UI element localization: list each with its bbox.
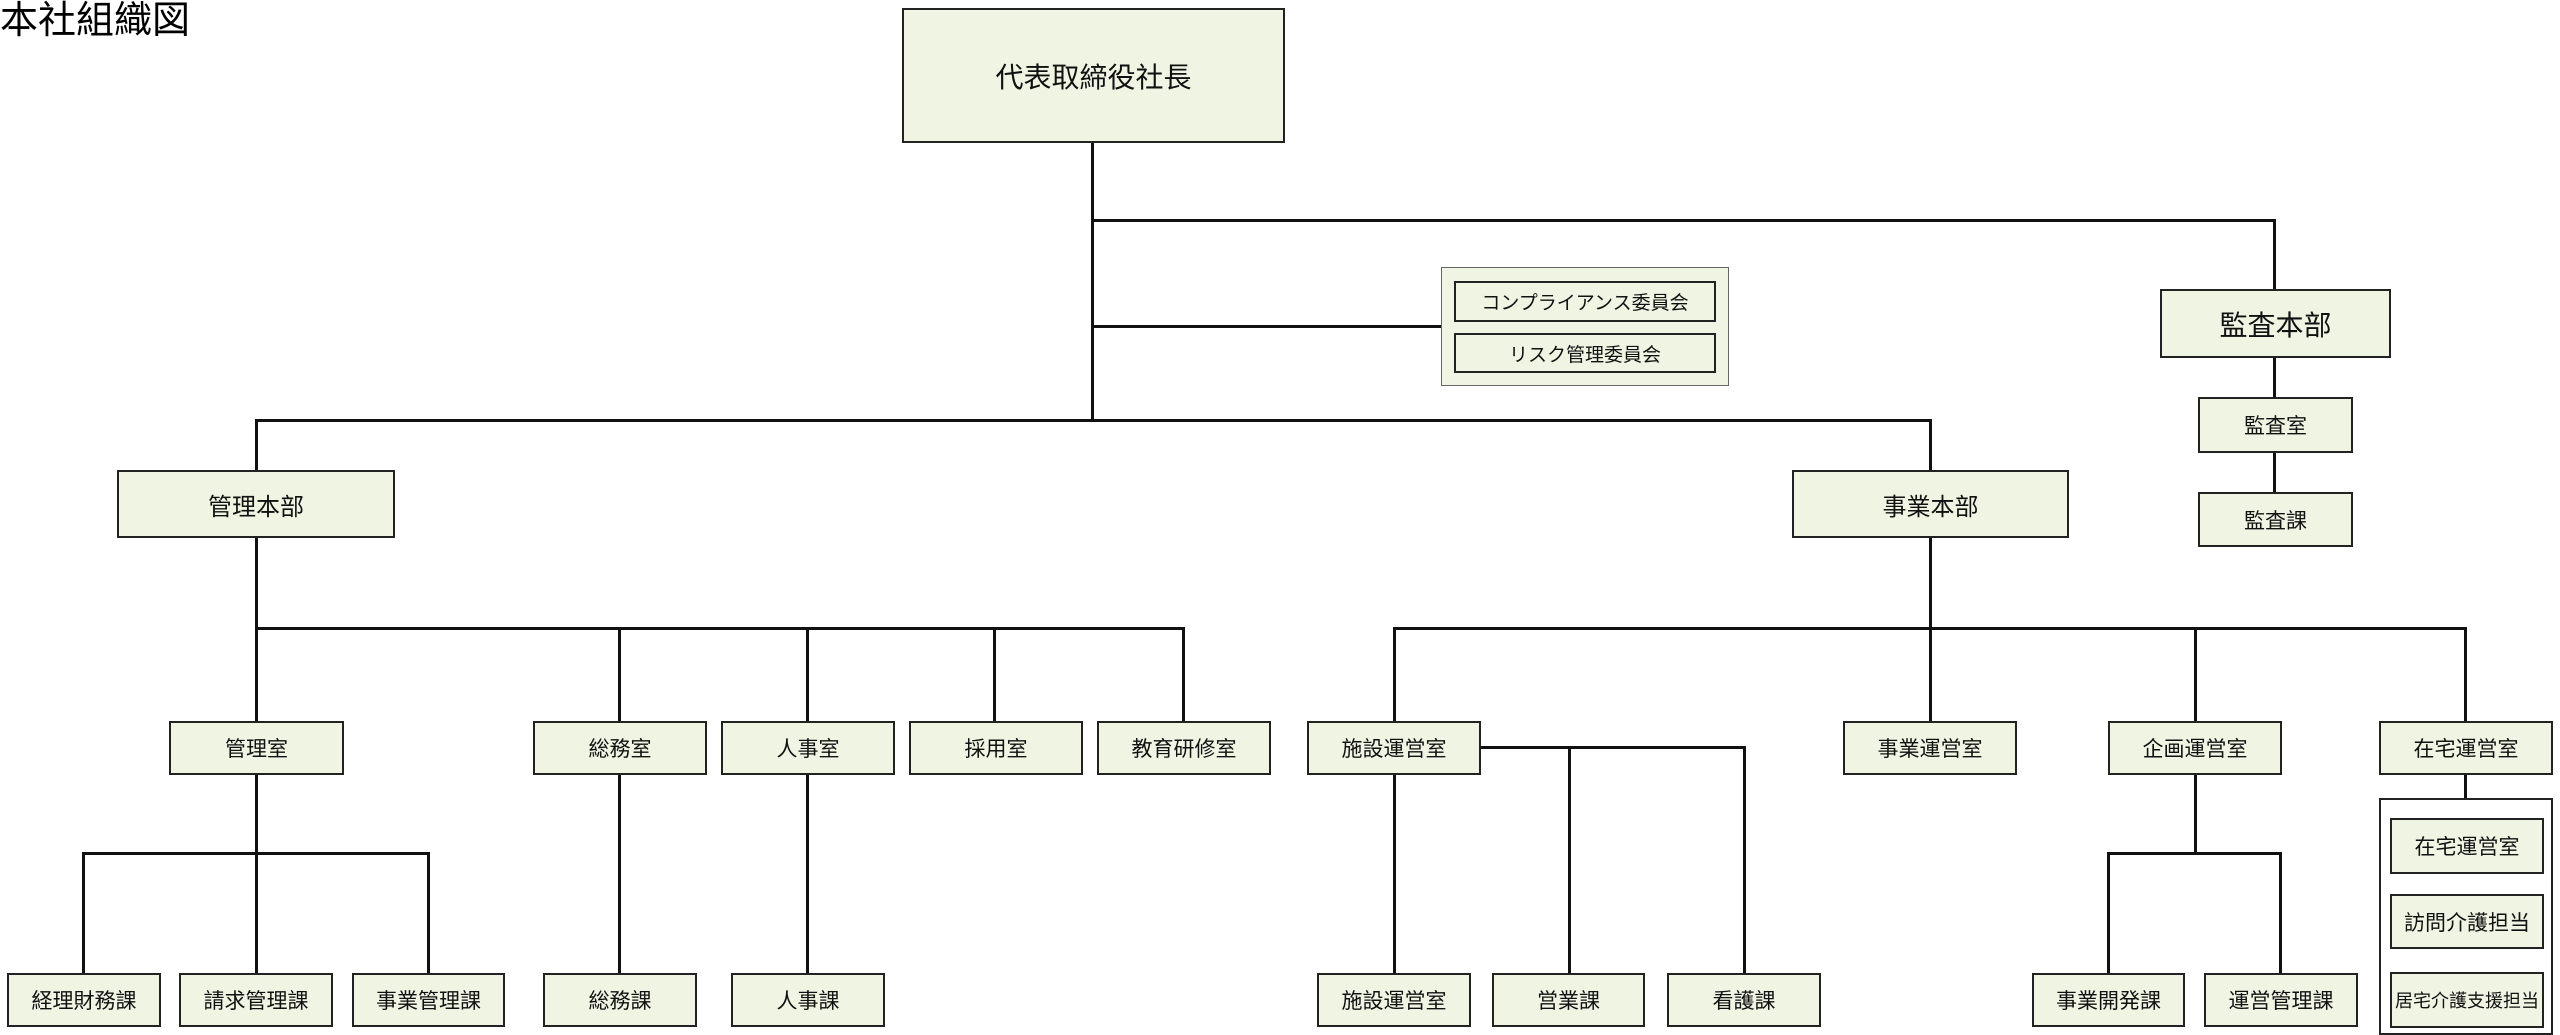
risk-committee-node: リスク管理委員会 (1454, 333, 1716, 373)
general-affairs-section-node: 総務課 (543, 973, 697, 1027)
connector-line (2273, 219, 2276, 289)
connector-line (1568, 746, 1571, 973)
page-title: 本社組織図 (0, 0, 191, 42)
connector-line (1091, 142, 1094, 422)
connector-line (618, 627, 621, 721)
connector-line (255, 419, 258, 470)
business-hq-node: 事業本部 (1792, 470, 2069, 538)
connector-line (82, 852, 85, 973)
connector-line (1091, 325, 1442, 328)
connector-line (1091, 219, 2276, 222)
connector-line (255, 773, 258, 805)
connector-line (1480, 746, 1746, 749)
connector-line (2464, 773, 2467, 798)
audit-hq-node: 監査本部 (2160, 289, 2391, 358)
connector-line (2194, 627, 2197, 721)
training-room-node: 教育研修室 (1097, 721, 1271, 775)
care-support-node: 居宅介護支援担当 (2390, 972, 2544, 1028)
nursing-section-node: 看護課 (1667, 973, 1821, 1027)
facility-ops-section-node: 施設運営室 (1317, 973, 1471, 1027)
ops-mgmt-section-node: 運営管理課 (2204, 973, 2358, 1027)
connector-line (1393, 627, 2467, 630)
connector-line (2464, 627, 2467, 721)
connector-line (2194, 773, 2197, 853)
connector-line (2273, 452, 2276, 492)
facility-ops-room-node: 施設運営室 (1307, 721, 1481, 775)
connector-line (806, 627, 809, 721)
business-dev-section-node: 事業開発課 (2032, 973, 2185, 1027)
connector-line (806, 773, 809, 973)
business-ops-room-node: 事業運営室 (1843, 721, 2017, 775)
admin-hq-node: 管理本部 (117, 470, 395, 538)
general-affairs-room-node: 総務室 (533, 721, 707, 775)
sales-section-node: 営業課 (1492, 973, 1645, 1027)
connector-line (255, 419, 1932, 422)
connector-line (618, 773, 621, 973)
connector-line (1182, 627, 1185, 721)
accounting-section-node: 経理財務課 (7, 973, 161, 1027)
connector-line (255, 805, 258, 973)
connector-line (255, 627, 1185, 630)
connector-line (2107, 852, 2110, 973)
home-care-ops-node: 在宅運営室 (2390, 818, 2544, 874)
home-care-ops-room-node: 在宅運営室 (2379, 721, 2553, 775)
ceo-node: 代表取締役社長 (902, 8, 1285, 143)
hr-section-node: 人事課 (731, 973, 885, 1027)
connector-line (2107, 852, 2282, 855)
planning-ops-room-node: 企画運営室 (2108, 721, 2282, 775)
business-mgmt-section-node: 事業管理課 (352, 973, 505, 1027)
connector-line (2273, 357, 2276, 397)
connector-line (1393, 773, 1396, 973)
connector-line (427, 852, 430, 973)
connector-line (1743, 746, 1746, 973)
visiting-care-node: 訪問介護担当 (2390, 894, 2544, 949)
admin-room-node: 管理室 (169, 721, 344, 775)
hr-room-node: 人事室 (721, 721, 895, 775)
connector-line (1393, 627, 1396, 721)
connector-line (1929, 419, 1932, 470)
connector-line (2279, 852, 2282, 973)
billing-section-node: 請求管理課 (179, 973, 333, 1027)
audit-room-node: 監査室 (2198, 397, 2353, 453)
compliance-committee-node: コンプライアンス委員会 (1454, 281, 1716, 322)
audit-section-node: 監査課 (2198, 492, 2353, 547)
recruitment-room-node: 採用室 (909, 721, 1083, 775)
connector-line (993, 627, 996, 721)
